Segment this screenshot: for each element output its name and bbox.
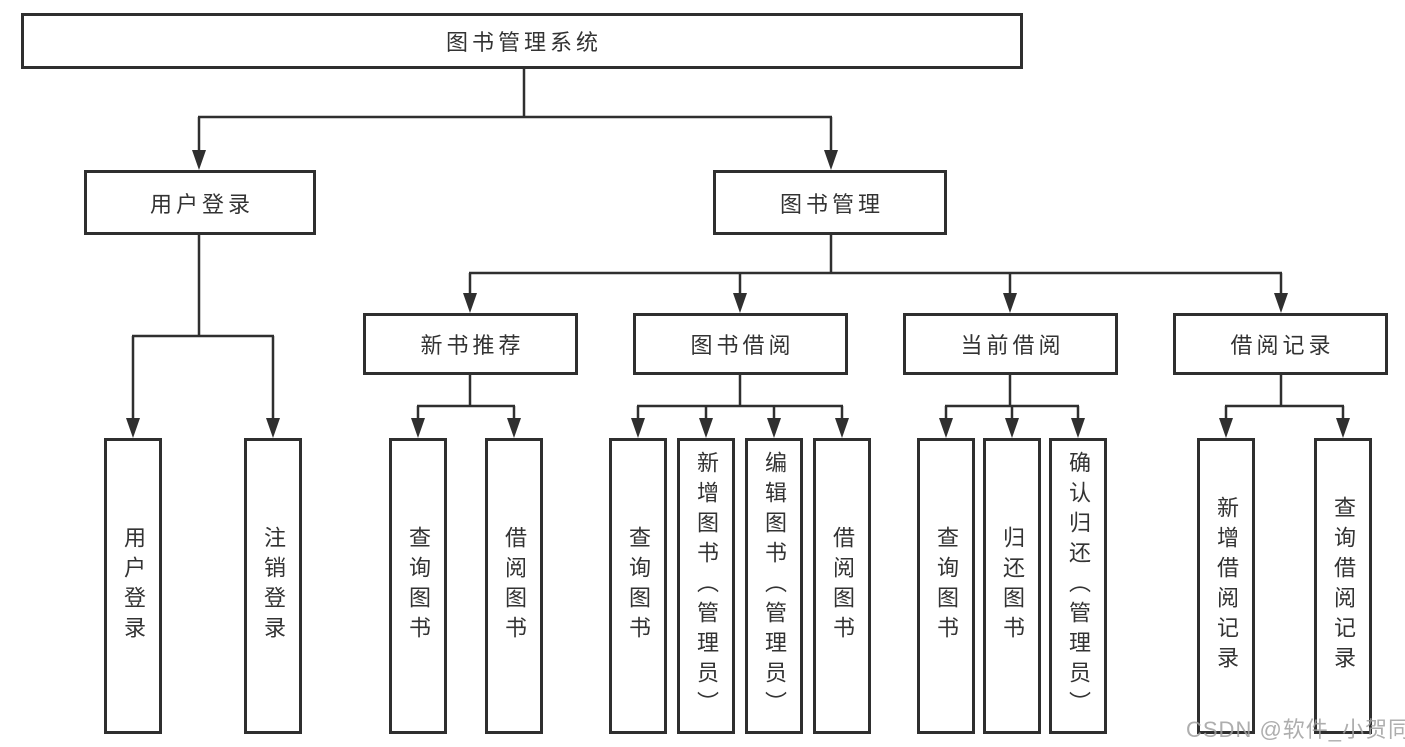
leaf-query-books-recommend-label: 查询图书 xyxy=(406,526,431,646)
leaf-query-borrow-record-label: 查询借阅记录 xyxy=(1331,496,1356,676)
node-user-login: 用户登录 xyxy=(84,170,316,235)
leaf-add-books-admin-label: 新增图书（管理员） xyxy=(694,451,719,721)
leaf-query-borrow-record: 查询借阅记录 xyxy=(1314,438,1372,734)
leaf-borrow-books-recommend: 借阅图书 xyxy=(485,438,543,734)
leaf-user-login-label: 用户登录 xyxy=(121,526,146,646)
leaf-edit-books-admin: 编辑图书（管理员） xyxy=(745,438,803,734)
leaf-logout-label: 注销登录 xyxy=(261,526,286,646)
leaf-borrow-books-recommend-label: 借阅图书 xyxy=(502,526,527,646)
arrowheads xyxy=(126,150,1350,438)
leaf-query-books-borrowing: 查询图书 xyxy=(609,438,667,734)
leaf-return-books-label: 归还图书 xyxy=(1000,526,1025,646)
node-borrowing-records-label: 借阅记录 xyxy=(1230,333,1335,358)
leaf-borrow-books-label: 借阅图书 xyxy=(830,526,855,646)
leaf-user-login: 用户登录 xyxy=(104,438,162,734)
leaf-add-borrow-record-label: 新增借阅记录 xyxy=(1214,496,1239,676)
leaf-edit-books-admin-label: 编辑图书（管理员） xyxy=(762,451,787,721)
node-user-login-label: 用户登录 xyxy=(149,191,254,217)
node-new-book-recommend: 新书推荐 xyxy=(363,313,578,375)
node-book-borrowing-label: 图书借阅 xyxy=(690,333,795,358)
node-book-management: 图书管理 xyxy=(713,170,947,235)
node-borrowing-records: 借阅记录 xyxy=(1173,313,1388,375)
node-current-borrowing-label: 当前借阅 xyxy=(960,333,1065,358)
node-new-book-recommend-label: 新书推荐 xyxy=(420,333,525,358)
leaf-borrow-books: 借阅图书 xyxy=(813,438,871,734)
node-book-borrowing: 图书借阅 xyxy=(633,313,848,375)
leaf-query-books-borrowing-label: 查询图书 xyxy=(626,526,651,646)
node-current-borrowing: 当前借阅 xyxy=(903,313,1118,375)
leaf-logout: 注销登录 xyxy=(244,438,302,734)
leaf-add-books-admin: 新增图书（管理员） xyxy=(677,438,735,734)
node-root-label: 图书管理系统 xyxy=(445,30,602,55)
node-root: 图书管理系统 xyxy=(21,13,1023,69)
leaf-confirm-return-admin: 确认归还（管理员） xyxy=(1049,438,1107,734)
leaf-query-books-current: 查询图书 xyxy=(917,438,975,734)
leaf-add-borrow-record: 新增借阅记录 xyxy=(1197,438,1255,734)
csdn-watermark: CSDN @软件_小贺同学 xyxy=(1186,717,1405,742)
leaf-query-books-current-label: 查询图书 xyxy=(934,526,959,646)
leaf-query-books-recommend: 查询图书 xyxy=(389,438,447,734)
leaf-confirm-return-admin-label: 确认归还（管理员） xyxy=(1066,451,1091,721)
node-book-management-label: 图书管理 xyxy=(779,191,884,217)
leaf-return-books: 归还图书 xyxy=(983,438,1041,734)
